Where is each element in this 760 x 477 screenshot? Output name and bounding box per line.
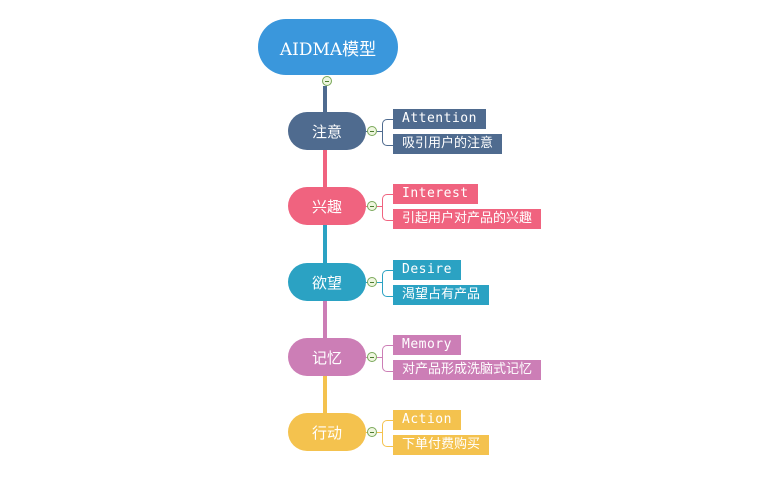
stage-description-tag: 引起用户对产品的兴趣 bbox=[393, 209, 542, 229]
connector-line bbox=[323, 150, 327, 187]
branch-bracket bbox=[382, 119, 394, 146]
stage-description-tag: 对产品形成洗脑式记忆 bbox=[393, 360, 542, 380]
stage-english-tag: Memory bbox=[393, 335, 461, 355]
branch-link bbox=[377, 432, 383, 433]
stage-node[interactable]: 行动 bbox=[288, 413, 366, 451]
branch-link bbox=[377, 131, 383, 132]
root-collapse-icon[interactable] bbox=[322, 76, 332, 86]
stage-node[interactable]: 欲望 bbox=[288, 263, 366, 301]
connector-line bbox=[323, 301, 327, 338]
stage-label: 欲望 bbox=[311, 273, 342, 292]
stage-english-tag: Action bbox=[393, 410, 461, 430]
collapse-icon[interactable] bbox=[367, 352, 377, 362]
branch-bracket bbox=[382, 270, 394, 297]
collapse-icon[interactable] bbox=[367, 201, 377, 211]
collapse-icon[interactable] bbox=[367, 427, 377, 437]
stage-node[interactable]: 兴趣 bbox=[288, 187, 366, 225]
branch-bracket bbox=[382, 194, 394, 221]
stage-node[interactable]: 注意 bbox=[288, 112, 366, 150]
connector-line bbox=[323, 376, 327, 413]
stage-english-tag: Desire bbox=[393, 260, 461, 280]
connector-line bbox=[323, 86, 327, 112]
stage-english-tag: Attention bbox=[393, 109, 486, 129]
stage-label: 记忆 bbox=[311, 348, 342, 367]
stage-description-tag: 渴望占有产品 bbox=[393, 285, 490, 305]
branch-link bbox=[377, 357, 383, 358]
stage-node[interactable]: 记忆 bbox=[288, 338, 366, 376]
branch-link bbox=[377, 282, 383, 283]
stage-label: 兴趣 bbox=[311, 197, 342, 216]
stage-english-tag: Interest bbox=[393, 184, 478, 204]
stage-label: 注意 bbox=[311, 122, 342, 141]
connector-line bbox=[323, 225, 327, 263]
collapse-icon[interactable] bbox=[367, 277, 377, 287]
branch-link bbox=[377, 206, 383, 207]
branch-bracket bbox=[382, 420, 394, 447]
root-node[interactable]: AIDMA模型 bbox=[258, 19, 398, 75]
collapse-icon[interactable] bbox=[367, 126, 377, 136]
branch-bracket bbox=[382, 345, 394, 372]
stage-description-tag: 下单付费购买 bbox=[393, 435, 490, 455]
stage-label: 行动 bbox=[311, 423, 342, 442]
root-title: AIDMA模型 bbox=[279, 39, 377, 60]
stage-description-tag: 吸引用户的注意 bbox=[393, 134, 503, 154]
